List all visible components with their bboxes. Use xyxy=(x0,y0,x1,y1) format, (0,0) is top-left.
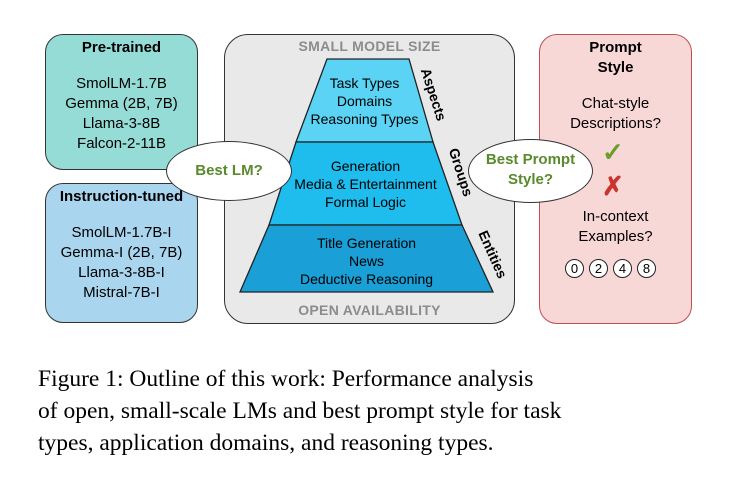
pretrained-title: Pre-trained xyxy=(81,39,162,56)
prompt-style-title-line: Prompt xyxy=(589,39,642,56)
tier-line: Task Types xyxy=(329,75,400,91)
model-item: Mistral-7B-I xyxy=(83,284,160,301)
best-prompt-bubble: Best Prompt Style? xyxy=(468,139,593,203)
instruction-tuned-model-list: SmolLM-1.7B-I Gemma-I (2B, 7B) Llama-3-8… xyxy=(46,223,197,303)
best-prompt-text-line: Best Prompt xyxy=(485,151,576,168)
best-prompt-text-line: Style? xyxy=(507,171,553,188)
tier-line: News xyxy=(348,253,384,269)
instruction-tuned-models-box: Instruction-tuned SmolLM-1.7B-I Gemma-I … xyxy=(45,183,198,323)
tier-top-text: Task Types Domains Reasoning Types xyxy=(296,74,433,128)
tier-line: Title Generation xyxy=(316,235,417,251)
chat-style-line: Chat-style xyxy=(581,95,650,112)
instruction-tuned-title: Instruction-tuned xyxy=(59,188,184,205)
tier-line: Domains xyxy=(336,93,393,109)
caption-line: of open, small-scale LMs and best prompt… xyxy=(38,398,562,424)
tier-line: Deductive Reasoning xyxy=(299,271,434,287)
best-lm-text: Best LM? xyxy=(195,162,263,179)
caption-line: Figure 1: Outline of this work: Performa… xyxy=(38,366,534,392)
example-count-2: 2 xyxy=(589,259,608,278)
best-lm-bubble: Best LM? xyxy=(166,141,292,201)
example-count-0: 0 xyxy=(565,259,584,278)
prompt-style-title-line: Style xyxy=(597,59,634,76)
in-context-question: In-context Examples? xyxy=(539,207,692,247)
model-item: SmolLM-1.7B-I xyxy=(71,224,172,241)
pretrained-model-list: SmolLM-1.7B Gemma (2B, 7B) Llama-3-8B Fa… xyxy=(46,74,197,154)
tier-line: Generation xyxy=(330,158,401,174)
small-model-size-label: SMALL MODEL SIZE xyxy=(298,38,441,54)
figure-caption: Figure 1: Outline of this work: Performa… xyxy=(38,363,708,459)
tier-middle-text: Generation Media & Entertainment Formal … xyxy=(269,157,462,211)
model-item: Llama-3-8B xyxy=(82,115,161,132)
model-item: SmolLM-1.7B xyxy=(76,75,167,92)
model-item: Falcon-2-11B xyxy=(77,135,166,152)
in-context-line: In-context xyxy=(582,208,649,225)
caption-line: types, application domains, and reasonin… xyxy=(38,430,494,456)
example-count-4: 4 xyxy=(613,259,632,278)
chat-style-question: Chat-style Descriptions? xyxy=(539,94,692,134)
in-context-line: Examples? xyxy=(578,228,653,245)
example-count-8: 8 xyxy=(637,259,656,278)
open-availability-label: OPEN AVAILABILITY xyxy=(298,302,441,318)
model-item: Llama-3-8B-I xyxy=(78,264,165,281)
tier-bottom-text: Title Generation News Deductive Reasonin… xyxy=(240,234,493,288)
pyramid-tier-bottom xyxy=(239,224,495,293)
tier-line: Reasoning Types xyxy=(310,111,419,127)
check-icon: ✓ xyxy=(602,137,624,167)
model-item: Gemma (2B, 7B) xyxy=(65,95,178,112)
tier-line: Media & Entertainment xyxy=(294,176,437,192)
tier-line: Formal Logic xyxy=(325,194,406,210)
prompt-style-title: Prompt Style xyxy=(539,38,692,78)
chat-style-line: Descriptions? xyxy=(570,115,661,132)
cross-icon: ✗ xyxy=(602,171,624,201)
model-item: Gemma-I (2B, 7B) xyxy=(60,244,183,261)
pretrained-models-box: Pre-trained SmolLM-1.7B Gemma (2B, 7B) L… xyxy=(45,34,198,170)
